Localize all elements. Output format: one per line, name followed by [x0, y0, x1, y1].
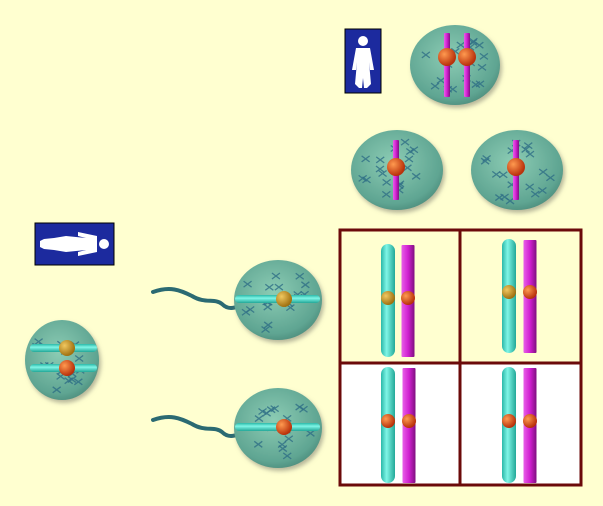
offspring-genotype-4: [502, 367, 537, 483]
offspring-genotype-1: [381, 244, 415, 357]
mother-cell: [410, 25, 500, 105]
punnett-grid: [338, 228, 583, 487]
egg-cell-1: [351, 130, 443, 210]
dominant-allele: [523, 414, 537, 428]
punnett-cell-2: [460, 230, 581, 363]
male-figure-icon: [34, 222, 115, 266]
father-cell: [25, 320, 99, 400]
dominant-allele: [381, 414, 395, 428]
recessive-allele: [276, 291, 292, 307]
sperm-tail: [151, 415, 242, 438]
recessive-allele: [502, 285, 516, 299]
offspring-genotype-3: [381, 367, 416, 483]
punnett-cell-1: [340, 230, 460, 363]
dominant-allele: [507, 158, 525, 176]
dominant-allele: [59, 360, 75, 376]
sperm-head: [234, 388, 322, 468]
punnett-cell-4: [460, 363, 581, 485]
dominant-allele: [401, 291, 415, 305]
sperm-cell-1: [151, 260, 322, 340]
recessive-allele: [59, 340, 75, 356]
punnett-cell-3: [340, 363, 460, 485]
dominant-allele: [402, 414, 416, 428]
dominant-allele: [438, 48, 456, 66]
dominant-allele: [387, 158, 405, 176]
sperm-head: [234, 260, 322, 340]
offspring-genotype-2: [502, 239, 537, 353]
dominant-allele: [502, 414, 516, 428]
dominant-allele: [276, 419, 292, 435]
sperm-cell-2: [151, 388, 322, 468]
sperm-tail: [151, 287, 242, 310]
dominant-allele: [523, 285, 537, 299]
egg-cell-2: [471, 130, 563, 210]
female-figure-icon: [344, 28, 382, 94]
recessive-allele: [381, 291, 395, 305]
dominant-allele: [458, 48, 476, 66]
